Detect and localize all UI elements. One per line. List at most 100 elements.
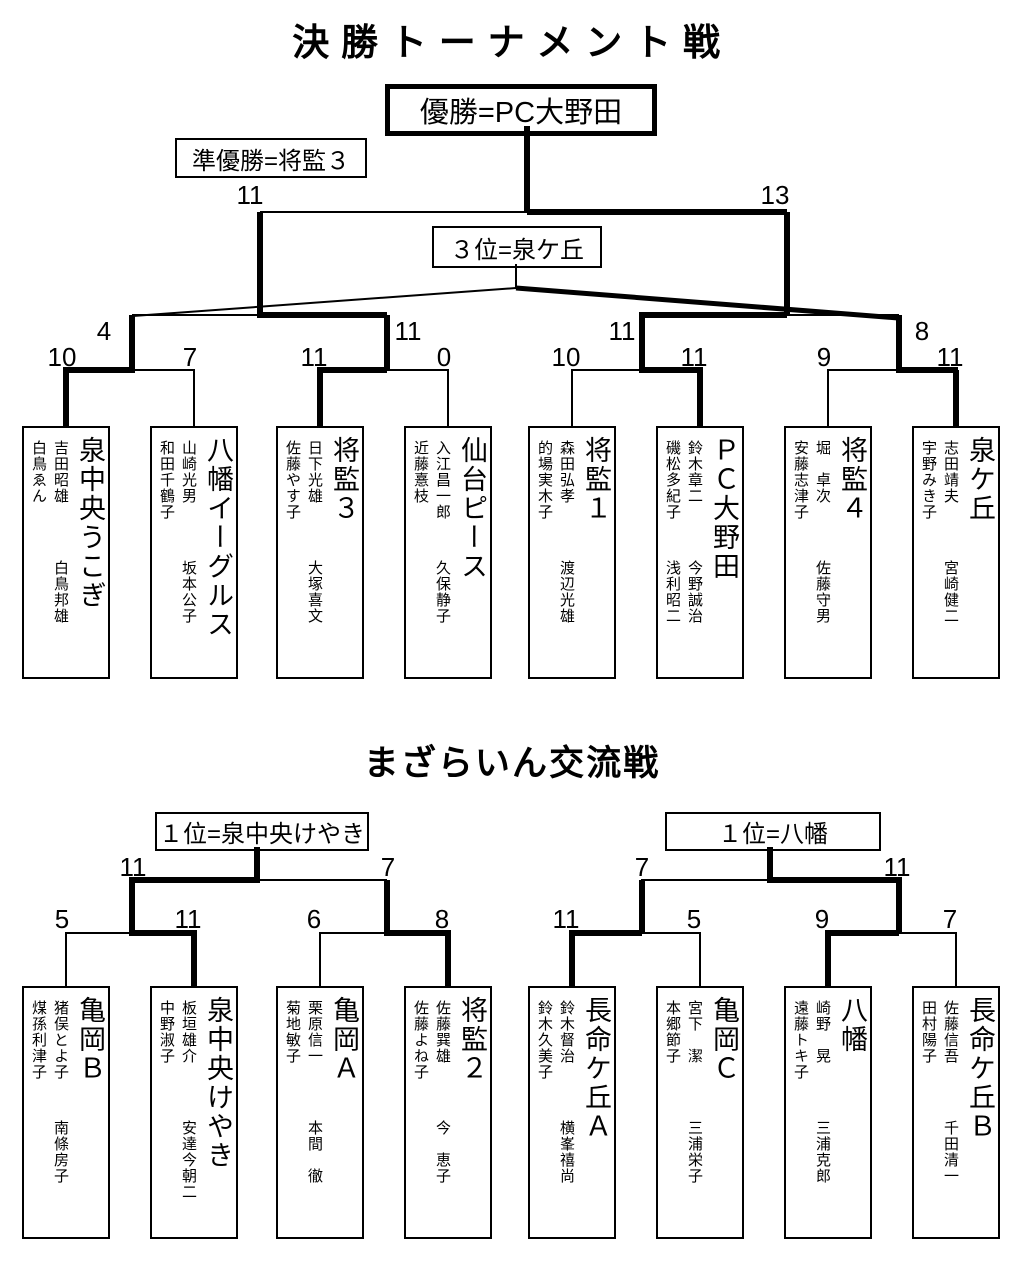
connector-line [896,315,902,370]
connector-line [135,369,195,371]
player-name: 和田千鶴子 [158,440,175,520]
team-name: 将監２ [457,996,487,1083]
team-name: 泉ケ丘 [965,436,995,523]
connector-line [384,930,451,936]
team-name: 八幡 [837,996,867,1054]
team-name: 泉中央うこぎ [75,436,105,610]
score-label: 11 [936,342,964,372]
score-label: 11 [680,342,708,372]
connector-line [257,879,387,881]
score-label: 5 [54,904,70,934]
connector-line [384,315,390,370]
player-name: 吉田昭雄 [52,440,69,504]
runner-up-label-box: 準優勝=将監３ [175,138,367,178]
player-name: 南條房子 [52,1119,69,1184]
connector-line [445,933,451,986]
team-name: 長命ケ丘Ａ [581,996,611,1141]
score-label: 10 [551,342,581,372]
player-name: 安達今朝二 [180,1119,197,1200]
player-name: 栗原信一 [306,1000,323,1064]
connector-line [571,369,641,371]
player-name: 三浦克郎 [814,1119,831,1184]
connector-line [569,933,575,986]
team-box: 八幡イーグルス 山崎光男 坂本公子 和田千鶴子 [150,426,238,679]
connector-line [697,370,703,426]
team-box: ＰＣ大野田 鈴木章二 今野誠治 磯松多紀子 浅利昭二 [656,426,744,679]
player-name: 遠藤トキ子 [792,1000,809,1080]
player-name: 久保静子 [434,559,451,624]
score-label: 7 [634,852,650,882]
player-name: 猪俣とよ子 [52,1000,69,1080]
team-name: 亀岡Ｂ [75,996,105,1083]
connector-line [193,370,195,426]
connector-line [953,370,959,426]
team-box: 泉中央けやき 板垣雄介 安達今朝二 中野淑子 [150,986,238,1239]
exchange-tournament-title: まざらいん交流戦 [363,744,661,783]
team-box: 亀岡Ｂ 猪俣とよ子 南條房子 煤孫利津子 [22,986,110,1239]
connector-line [639,312,787,318]
player-name: 横峯禧尚 [558,1119,575,1184]
connector-line [65,933,67,986]
score-label: 11 [883,852,911,882]
team-box: 将監３ 日下光雄 大塚喜文 佐藤やす子 [276,426,364,679]
team-box: 八幡 崎野 晃 三浦克郎 遠藤トキ子 [784,986,872,1239]
connector-line [65,932,132,934]
team-box: 将監２ 佐藤巽雄 今 恵子 佐藤よね子 [404,986,492,1239]
team-box: 亀岡Ｃ 宮下 潔 三浦栄子 本郷節子 [656,986,744,1239]
connector-line [317,367,387,373]
score-label: 7 [380,852,396,882]
player-name: 煤孫利津子 [30,1000,47,1080]
team-name: 将監３ [329,436,359,523]
player-name: 宮崎健二 [942,559,959,624]
connector-line [896,367,958,373]
connector-line [767,847,773,880]
player-name: 宇野みき子 [920,440,937,520]
connector-line [257,312,387,318]
connector-line [641,932,701,934]
team-name: ＰＣ大野田 [709,436,739,581]
player-name: 中野淑子 [158,1000,175,1064]
score-label: 9 [816,342,832,372]
player-name: 堀 卓次 [814,440,831,504]
connector-line [639,880,645,933]
first-place-right-label-box: １位=八幡 [665,812,881,851]
player-name: 本間 徹 [306,1119,323,1184]
score-label: 7 [182,342,198,372]
player-name: 大塚喜文 [306,559,323,624]
connector-line [191,933,197,986]
score-label: 11 [174,904,202,934]
connector-line [63,370,69,426]
player-name: 田村陽子 [920,1000,937,1064]
score-label: 6 [306,904,322,934]
player-name: 志田靖夫 [942,440,959,504]
connector-line [63,367,135,373]
player-name: 三浦栄子 [686,1119,703,1184]
connector-line [515,264,517,289]
connector-line [639,315,645,370]
first-place-left-label-box: １位=泉中央けやき [155,812,369,851]
player-name: 日下光雄 [306,440,323,504]
team-name: 将監１ [581,436,611,523]
player-name: 佐藤信吾 [942,1000,959,1064]
connector-line [129,315,135,370]
player-name: 磯松多紀子 [664,440,681,520]
team-name: 将監４ [837,436,867,523]
player-name: 安藤志津子 [792,440,809,520]
score-label: 7 [942,904,958,934]
connector-line [896,880,902,933]
connector-line [384,880,390,933]
score-label: 4 [96,316,112,346]
connector-line [784,212,790,315]
champion-label-box: 優勝=PC大野田 [385,84,657,136]
player-name: 菊地敏子 [284,1000,301,1064]
score-label: 11 [119,852,147,882]
player-name: 白鳥ゑん [30,440,47,504]
player-name: 千田清一 [942,1119,959,1184]
connector-line [319,933,321,986]
connector-line [955,933,957,986]
connector-line [319,932,387,934]
third-place-label-box: ３位=泉ケ丘 [432,226,602,268]
player-name: 森田弘孝 [558,440,575,504]
connector-line [827,369,898,371]
